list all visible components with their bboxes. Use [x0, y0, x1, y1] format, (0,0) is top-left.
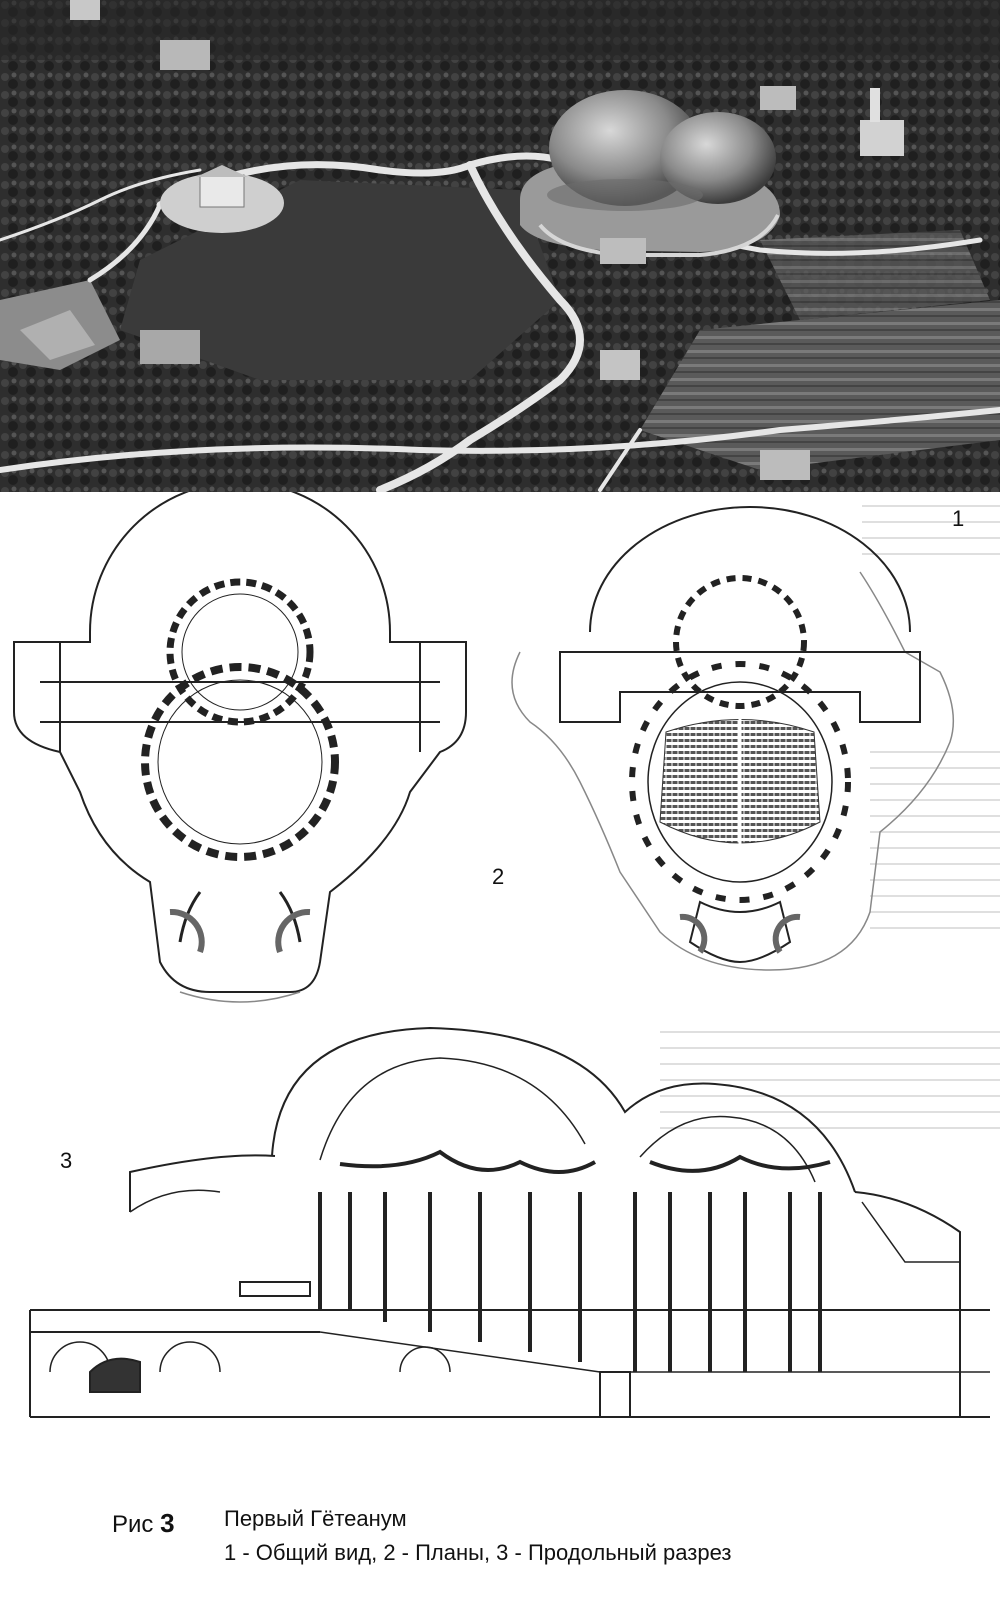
architectural-drawings — [13, 492, 1000, 1418]
caption-legend: 1 - Общий вид, 2 - Планы, 3 - Продольный… — [224, 1540, 732, 1565]
aerial-photo — [0, 0, 1000, 492]
caption-number: 3 — [160, 1508, 175, 1538]
plan-lower-floor — [13, 492, 467, 1003]
caption-label: Рис 3 — [112, 1508, 175, 1539]
caption-label-text: Рис — [112, 1511, 154, 1538]
label-figure-3: 3 — [60, 1148, 73, 1173]
label-figure-2: 2 — [492, 864, 505, 889]
label-figure-1: 1 — [952, 506, 965, 531]
longitudinal-section — [29, 1026, 990, 1418]
background-text-column — [660, 505, 1000, 1129]
plan-main-floor — [511, 506, 955, 971]
caption-title: Первый Гётеанум — [224, 1506, 407, 1531]
